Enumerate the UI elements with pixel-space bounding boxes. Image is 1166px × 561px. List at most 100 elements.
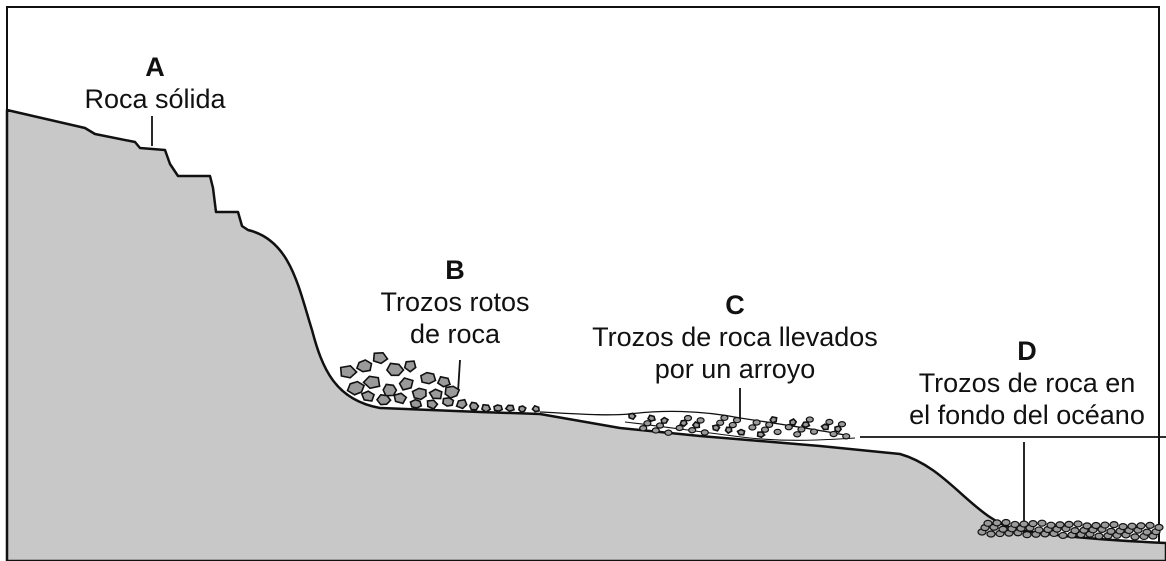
pebble <box>1070 527 1080 535</box>
label-b-line2: de roca <box>409 318 501 349</box>
rock-piece <box>756 431 766 439</box>
rock-piece <box>531 404 540 413</box>
label-b: B Trozos rotos de roca <box>345 255 565 351</box>
pebble <box>1064 520 1074 528</box>
rock-piece <box>769 416 778 424</box>
label-b-line1: Trozos rotos <box>380 286 530 317</box>
pebble <box>1091 521 1101 530</box>
rock-piece <box>385 362 405 377</box>
rock-piece <box>436 375 452 388</box>
rock-piece <box>346 380 366 396</box>
rock-piece <box>660 416 670 425</box>
label-c-line2: por un arroyo <box>654 353 816 384</box>
rock-piece <box>800 421 811 429</box>
pebble <box>1055 521 1065 529</box>
label-b-letter: B <box>445 255 465 285</box>
label-c: C Trozos de roca llevados por un arroyo <box>555 290 915 386</box>
label-d: D Trozos de roca en el fondo del océano <box>882 336 1166 432</box>
pebble <box>1106 527 1116 535</box>
rock-piece <box>711 424 721 432</box>
pebble <box>716 419 725 426</box>
pebble <box>1130 533 1140 541</box>
pebble <box>1019 520 1029 528</box>
pebble <box>983 519 993 527</box>
pebble <box>683 414 693 422</box>
pebble <box>1001 518 1011 527</box>
rock-piece <box>382 383 398 397</box>
pebble <box>1028 520 1038 528</box>
pebble <box>805 416 814 423</box>
rock-piece <box>426 399 439 410</box>
pebble <box>728 421 737 429</box>
rock-piece <box>360 390 376 402</box>
pebble <box>1058 531 1068 540</box>
pebble <box>1118 523 1128 531</box>
rock-piece <box>339 364 358 379</box>
rock-piece <box>444 385 461 399</box>
pebble <box>700 429 709 436</box>
rock-piece <box>362 375 381 390</box>
rock-piece <box>442 396 455 407</box>
pebble <box>773 428 782 436</box>
label-d-line1: Trozos de roca en <box>918 367 1136 398</box>
rock-piece <box>736 428 746 436</box>
pebble <box>1046 521 1056 529</box>
rock-piece <box>480 403 492 414</box>
pebble <box>748 424 757 431</box>
rock-piece <box>420 371 437 385</box>
pebble <box>1073 520 1083 528</box>
ocean-floor-rock-pieces <box>977 518 1164 541</box>
pebble <box>639 425 648 432</box>
rock-piece <box>504 404 515 413</box>
rock-piece <box>468 401 480 411</box>
label-c-line1: Trozos de roca llevados <box>592 321 878 352</box>
pebble <box>675 424 684 432</box>
label-a-letter: A <box>145 52 165 82</box>
pebble <box>696 417 705 424</box>
pebble <box>842 433 851 440</box>
pebble <box>664 429 673 436</box>
rock-piece <box>518 405 527 414</box>
rock-piece <box>493 404 504 413</box>
rock-piece <box>679 419 688 428</box>
pebble <box>825 418 834 426</box>
pebble <box>720 414 729 422</box>
rock-piece <box>393 392 408 405</box>
pebble <box>837 421 847 428</box>
pebble <box>998 525 1008 533</box>
pebble <box>1037 519 1047 527</box>
rock-piece <box>646 414 656 422</box>
rock-piece <box>834 424 843 434</box>
broken-rock-pile <box>339 351 540 414</box>
pebble <box>643 420 652 427</box>
pointer-line-b <box>457 359 461 393</box>
label-d-line2: el fondo del océano <box>909 399 1145 430</box>
label-a-text: Roca sólida <box>84 83 226 114</box>
pebble <box>784 423 793 431</box>
rock-piece <box>789 418 798 426</box>
pebble <box>760 426 770 433</box>
pebble <box>1154 523 1164 531</box>
rock-piece <box>403 360 417 373</box>
rock-piece <box>455 398 468 410</box>
pebble <box>1127 522 1137 530</box>
rock-piece <box>691 421 701 429</box>
pebble <box>1100 521 1110 529</box>
pebble <box>809 428 819 435</box>
rock-piece <box>820 423 830 431</box>
rock-piece <box>372 351 389 365</box>
pebble <box>732 416 742 424</box>
rock-piece <box>375 393 392 406</box>
label-c-letter: C <box>725 290 745 320</box>
pebble <box>986 530 996 538</box>
stream-rock-pieces <box>628 412 851 440</box>
pebble <box>992 519 1002 527</box>
pebble <box>1010 520 1020 529</box>
pebble <box>1142 528 1152 536</box>
pebble <box>1136 522 1146 530</box>
pebble <box>793 431 802 438</box>
pebble <box>1094 532 1104 540</box>
rock-piece <box>409 398 423 409</box>
pebble <box>797 426 806 433</box>
